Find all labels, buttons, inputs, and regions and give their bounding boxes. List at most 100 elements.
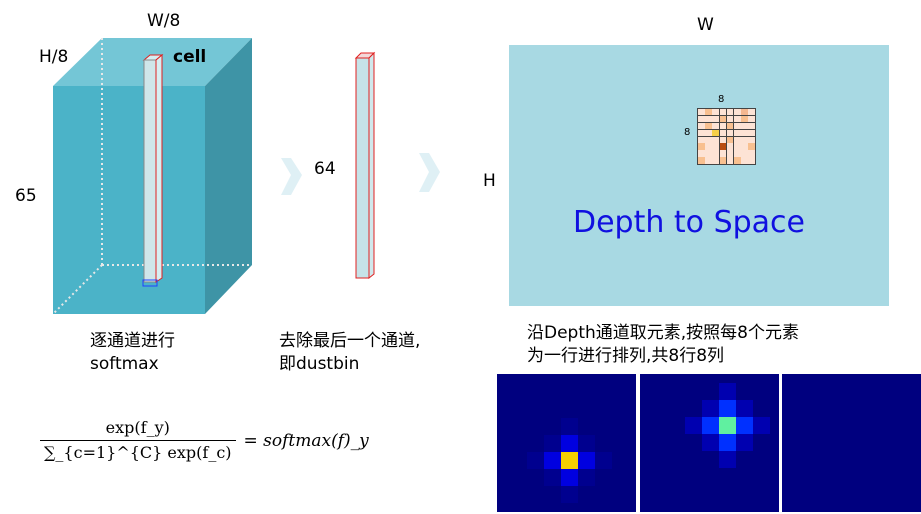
heatmap-pixel [736, 400, 753, 417]
grid-cell [719, 129, 727, 136]
heatmap-pixel [719, 451, 736, 468]
heatmap-pixel [561, 418, 578, 435]
grid-cell [712, 109, 719, 116]
grid-cell [712, 129, 719, 136]
heatmap-pixel [561, 469, 578, 486]
heatmap-pixel [702, 434, 719, 451]
heatmap-pixel [578, 469, 595, 486]
depth-to-space-title: Depth to Space [573, 205, 805, 240]
channel-column [354, 51, 376, 280]
grid-cell [748, 115, 755, 123]
heatmap-pixel [544, 469, 561, 486]
grid-cell [726, 129, 734, 136]
grid-cell [719, 143, 727, 150]
grid-cell [748, 143, 755, 150]
grid-cell [741, 150, 748, 157]
formula-denominator: ∑_{c=1}^{C} exp(f_c) [40, 440, 236, 463]
grid-cell [698, 143, 705, 150]
softmax-formula: exp(f_y) ∑_{c=1}^{C} exp(f_c) = softmax(… [40, 418, 369, 463]
heatmap-pixel [719, 400, 736, 417]
grid-cell [705, 157, 712, 164]
grid-cell [712, 157, 719, 164]
grid-cell [719, 150, 727, 157]
grid-cell [748, 129, 755, 136]
grid-cell [712, 136, 719, 143]
cell-column [142, 53, 164, 287]
grid-cell [726, 157, 734, 164]
grid-cell [733, 122, 741, 130]
heatmap-pixel [685, 417, 702, 434]
grid-cell [748, 136, 755, 143]
cube-hidden-edges [52, 38, 252, 315]
space-width-label: W [697, 15, 714, 35]
heatmap-pixel [753, 417, 770, 434]
grid-cell [705, 122, 712, 130]
grid-cell [741, 143, 748, 150]
heatmap-pixel [719, 383, 736, 400]
arrow-icon [419, 153, 440, 192]
heatmap-pixel [527, 452, 544, 469]
grid-cell [712, 122, 719, 130]
grid-cell [726, 109, 734, 116]
grid-cell [741, 115, 748, 123]
heatmap-pixel [561, 435, 578, 452]
cube-depth-label: 65 [15, 186, 37, 206]
column-caption-line1: 去除最后一个通道, [279, 331, 421, 351]
grid-cell [705, 150, 712, 157]
heatmap-2 [640, 374, 779, 512]
grid-cell [705, 143, 712, 150]
grid-cell [698, 122, 705, 130]
grid-cell [719, 109, 727, 116]
grid-cell [712, 150, 719, 157]
grid-cell [698, 129, 705, 136]
formula-fraction: exp(f_y) ∑_{c=1}^{C} exp(f_c) [40, 418, 236, 463]
cube-width-label: W/8 [147, 11, 181, 31]
grid-cell [733, 109, 741, 116]
grid-cell [705, 136, 712, 143]
grid-cell [698, 115, 705, 123]
heatmap-pixel [736, 434, 753, 451]
cell-label: cell [173, 47, 207, 67]
arrow-icon [281, 158, 302, 195]
cube-caption-line2: softmax [90, 354, 159, 374]
grid-cell [705, 115, 712, 123]
grid-cell [719, 136, 727, 143]
output-caption-line2: 为一行进行排列,共8行8列 [527, 346, 725, 366]
heatmap-pixel [702, 417, 719, 434]
grid-cell [726, 150, 734, 157]
grid-cell [733, 157, 741, 164]
grid-cell [748, 157, 755, 164]
space-height-label: H [483, 171, 496, 191]
heatmap-pixel [544, 452, 561, 469]
grid-cell [741, 122, 748, 130]
cube-front [53, 86, 205, 314]
heatmap-pixel [578, 452, 595, 469]
channel-depth-label: 64 [314, 159, 336, 179]
heatmap-pixel [719, 434, 736, 451]
heatmap-pixel [702, 400, 719, 417]
grid-cell [733, 150, 741, 157]
grid-cell [741, 129, 748, 136]
grid-cell [712, 143, 719, 150]
grid-cell [733, 136, 741, 143]
heatmap-pixel [578, 435, 595, 452]
column-caption-line2: 即dustbin [279, 354, 360, 374]
grid-cell [719, 122, 727, 130]
grid-cell [748, 109, 755, 116]
grid-cell [741, 157, 748, 164]
grid-cell [705, 109, 712, 116]
heatmap-pixel [719, 417, 736, 434]
grid-cell [741, 109, 748, 116]
heatmap-1 [497, 374, 636, 512]
heatmap-pixel [561, 486, 578, 503]
heatmap-3 [782, 374, 921, 512]
heatmap-pixel [595, 452, 612, 469]
pixel-grid [697, 108, 756, 165]
grid-cell [748, 150, 755, 157]
grid-cell [741, 136, 748, 143]
grid-cell [748, 122, 755, 130]
grid-cell [733, 129, 741, 136]
grid-cell [698, 150, 705, 157]
grid-col-label: 8 [718, 94, 725, 105]
